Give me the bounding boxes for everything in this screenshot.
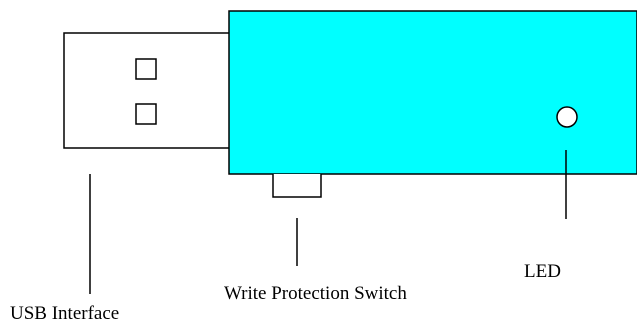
write-protection-switch-label: Write Protection Switch [224, 283, 407, 304]
usb-connector [63, 32, 231, 149]
drive-body [228, 10, 637, 175]
usb-interface-label: USB Interface [10, 303, 120, 324]
led-indicator [556, 106, 578, 128]
usb-contact-bottom [135, 103, 157, 125]
led-label: LED [524, 261, 561, 282]
write-protection-switch [272, 174, 322, 198]
usb-contact-top [135, 58, 157, 80]
